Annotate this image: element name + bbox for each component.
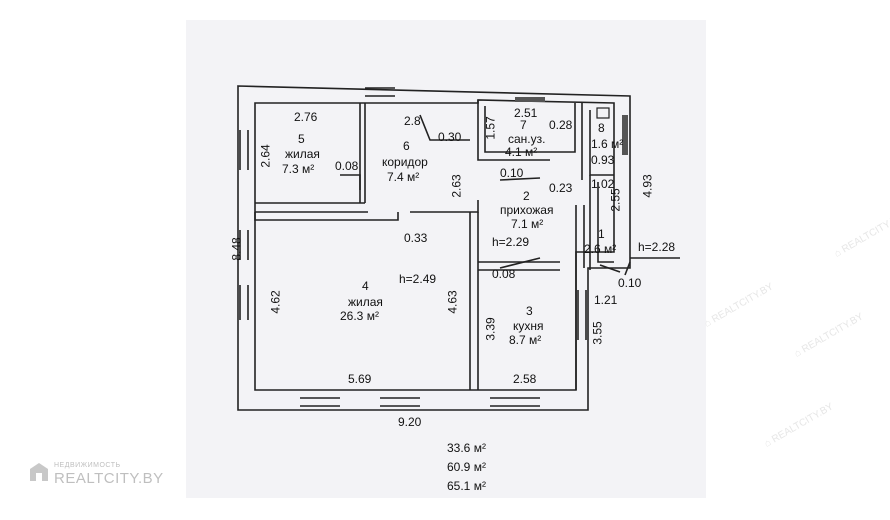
room3-area: 8.7 м² (509, 333, 542, 347)
room2-number: 2 (523, 189, 530, 203)
brick-right (622, 115, 628, 155)
dim-0-93: 0.93 (591, 153, 615, 167)
wall-room1 (589, 175, 614, 270)
wall-kitchen-right (575, 205, 585, 390)
dim-0-28: 0.28 (549, 118, 573, 132)
dim-1-21: 1.21 (594, 293, 618, 307)
watermark-brand-text: REALTCITY.BY (54, 470, 164, 487)
wall-kitchen-top (478, 261, 560, 271)
room2-area: 7.1 м² (511, 217, 544, 231)
room4-area: 26.3 м² (340, 309, 379, 323)
dim-0-30: 0.30 (438, 130, 462, 144)
dim-4-63: 4.63 (445, 290, 460, 314)
dim-0-10-a: 0.10 (500, 166, 524, 180)
outer-wall-outer (237, 85, 631, 411)
brick-top (515, 97, 545, 102)
extension-line (624, 257, 680, 276)
door-kitchen (499, 257, 541, 269)
room7-name: сан.уз. (508, 132, 546, 146)
door-corridor (419, 114, 470, 141)
door-room5 (340, 174, 361, 190)
wall-room4-right (469, 212, 479, 390)
room3-number: 3 (526, 304, 533, 318)
dim-2-64: 2.64 (258, 144, 273, 168)
dim-9-20: 9.20 (398, 415, 422, 429)
dim-0-10-b: 0.10 (618, 276, 642, 290)
room5-area: 7.3 м² (282, 162, 315, 176)
room6-area: 7.4 м² (387, 170, 420, 184)
dim-h-2-29: h=2.29 (492, 235, 530, 249)
dim-8-48: 8.48 (229, 237, 244, 261)
room6-number: 6 (403, 139, 410, 153)
room4-number: 4 (362, 279, 369, 293)
wall-sanuzel (477, 100, 576, 161)
dim-1-57: 1.57 (483, 116, 498, 140)
dim-2-76: 2.76 (294, 110, 318, 124)
window-left-1 (239, 130, 249, 170)
window-top-1 (365, 87, 395, 97)
room5-number: 5 (298, 132, 305, 146)
watermark-small-text: НЕДВИЖИМОСТЬ (54, 462, 121, 469)
outer-wall-inner (254, 99, 615, 391)
wall-room5-bottom (255, 202, 368, 213)
dim-4-93: 4.93 (640, 174, 655, 198)
room2-name: прихожая (500, 203, 554, 217)
sink-symbol (596, 107, 610, 119)
dim-h-2-49: h=2.49 (399, 272, 437, 286)
window-bottom-3 (490, 397, 540, 407)
dim-2-63: 2.63 (449, 174, 464, 198)
room1-number: 1 (598, 227, 605, 241)
dim-2-58: 2.58 (513, 372, 537, 386)
dim-0-08-a: 0.08 (335, 159, 359, 173)
total-usable-area: 60.9 м² (447, 460, 486, 474)
room8-number: 8 (598, 121, 605, 135)
dim-3-55: 3.55 (590, 321, 605, 345)
window-right-kitchen (577, 290, 587, 340)
dim-2-8: 2.8 (404, 114, 421, 128)
room8-area: 1.6 м² (591, 137, 624, 151)
room5-name: жилая (285, 147, 320, 161)
room4-name: жилая (348, 295, 383, 309)
total-living-area: 33.6 м² (447, 441, 486, 455)
window-left-2 (239, 230, 249, 260)
door-room1 (599, 264, 621, 273)
dim-2-55: 2.55 (608, 188, 623, 212)
room7-area: 4.1 м² (505, 145, 538, 159)
door-hall (499, 177, 541, 181)
window-bottom-2 (380, 397, 420, 407)
room7-number: 7 (520, 118, 527, 132)
dim-2-51: 2.51 (514, 106, 538, 120)
plan-paper (186, 20, 706, 498)
dim-0-33: 0.33 (404, 231, 428, 245)
room1-area: 2.6 м² (584, 242, 617, 256)
dim-4-62: 4.62 (268, 290, 283, 314)
dim-5-69: 5.69 (348, 372, 372, 386)
window-left-3 (239, 285, 249, 320)
dim-0-23: 0.23 (549, 181, 573, 195)
room3-name: кухня (513, 319, 544, 333)
dim-3-39: 3.39 (483, 317, 498, 341)
total-area: 65.1 м² (447, 479, 486, 493)
dim-h-2-28: h=2.28 (638, 240, 676, 254)
window-bottom-1 (300, 397, 340, 407)
realtcity-logo-icon (30, 463, 48, 481)
dim-0-08-b: 0.08 (492, 267, 516, 281)
room6-name: коридор (382, 155, 428, 169)
dim-1-02: 1.02 (591, 177, 615, 191)
